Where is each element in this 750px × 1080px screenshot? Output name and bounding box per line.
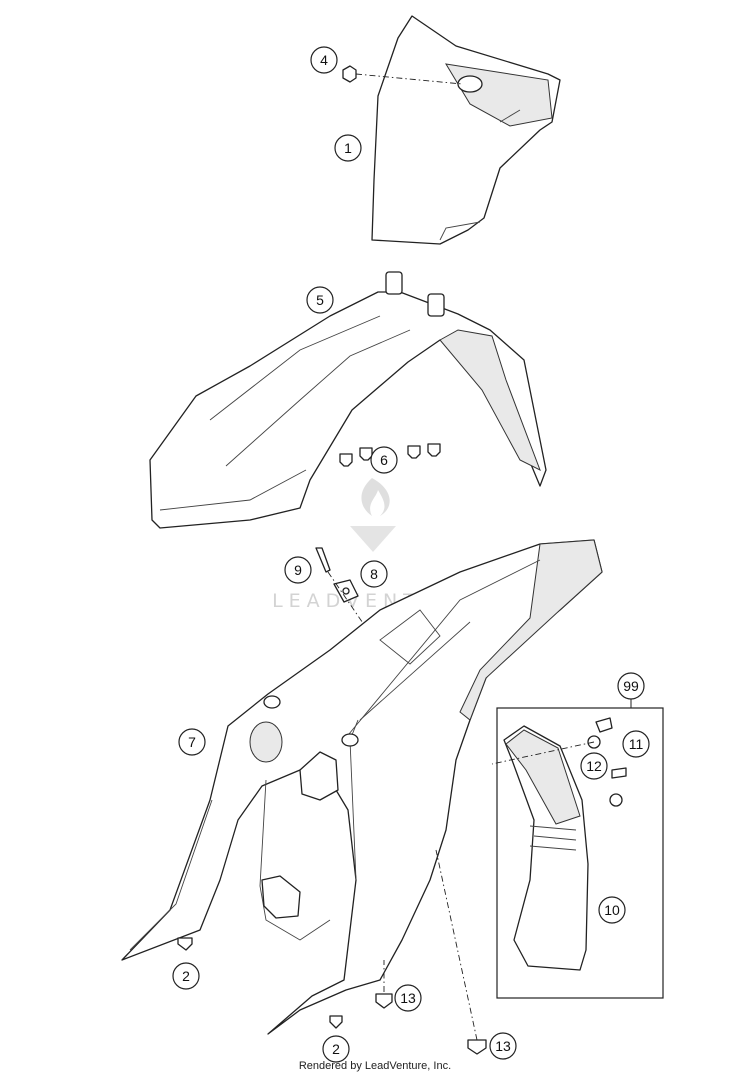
callout-11: 11 (622, 730, 650, 758)
callouts: 1 4 5 6 9 8 7 99 (172, 46, 650, 1063)
svg-text:12: 12 (586, 758, 602, 774)
svg-text:13: 13 (495, 1038, 511, 1054)
callout-7: 7 (178, 728, 206, 756)
part-screw-and-plate (315, 547, 381, 649)
svg-text:4: 4 (320, 52, 328, 68)
svg-text:8: 8 (370, 566, 378, 582)
callout-2-left: 2 (172, 962, 200, 990)
kit-box (491, 696, 664, 999)
svg-text:2: 2 (332, 1041, 340, 1057)
svg-text:7: 7 (188, 734, 196, 750)
footer-credit: Rendered by LeadVenture, Inc. (298, 1060, 452, 1072)
part-rear-fender (121, 539, 603, 1035)
flame-logo-icon (361, 478, 390, 516)
part-nut (342, 65, 463, 85)
chevron-logo-icon (350, 526, 396, 552)
svg-text:99: 99 (623, 678, 639, 694)
callout-6: 6 (370, 446, 398, 474)
callout-13-upper: 13 (394, 984, 422, 1012)
svg-text:9: 9 (294, 562, 302, 578)
callout-4: 4 (310, 46, 338, 74)
svg-text:6: 6 (380, 452, 388, 468)
part-fasteners (177, 849, 487, 1055)
svg-text:13: 13 (400, 990, 416, 1006)
callout-13-lower: 13 (489, 1032, 517, 1060)
callout-2-bottom: 2 (322, 1035, 350, 1063)
svg-text:5: 5 (316, 292, 324, 308)
svg-text:2: 2 (182, 968, 190, 984)
callout-10: 10 (598, 896, 626, 924)
callout-1: 1 (334, 134, 362, 162)
part-number-plate (371, 15, 561, 245)
callout-12: 12 (580, 752, 608, 780)
part-front-fender (149, 271, 547, 529)
callout-9: 9 (284, 556, 312, 584)
part-clips (339, 443, 441, 467)
svg-text:11: 11 (629, 736, 644, 752)
callout-99: 99 (617, 672, 645, 700)
callout-5: 5 (306, 286, 334, 314)
svg-text:10: 10 (604, 902, 620, 918)
callout-8: 8 (360, 560, 388, 588)
svg-text:1: 1 (344, 140, 352, 156)
